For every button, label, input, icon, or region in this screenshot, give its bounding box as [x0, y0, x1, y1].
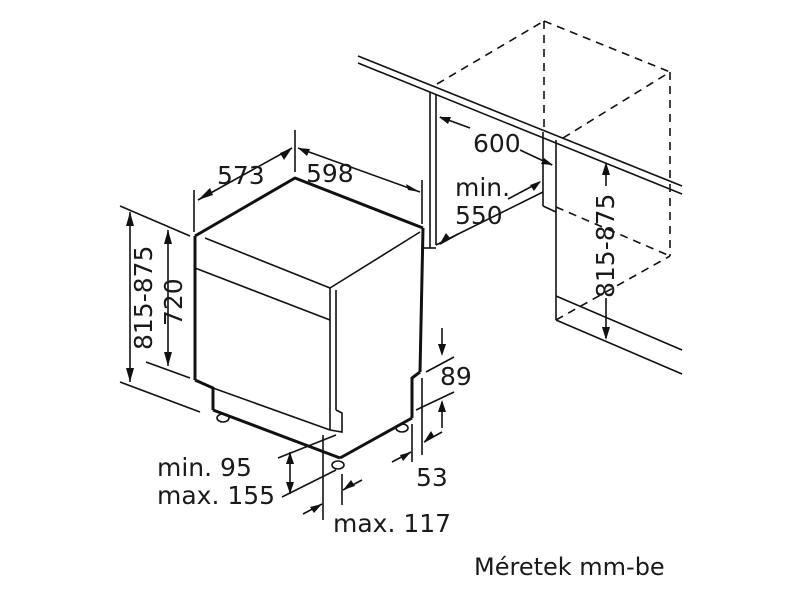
foot-setback-label: max. 117	[333, 509, 451, 538]
foot-icon	[216, 413, 230, 423]
niche-width-label: 600	[473, 129, 521, 158]
units-caption: Méretek mm-be	[474, 553, 665, 581]
step-height-label: 89	[440, 362, 472, 391]
niche-depth-value-label: 550	[455, 201, 503, 230]
plinth-max-label: max. 155	[157, 481, 275, 510]
dimension-lines	[119, 116, 610, 520]
dishwasher-body	[193, 176, 425, 470]
width-label: 598	[306, 159, 354, 188]
total-height-label: 815-875	[129, 246, 158, 350]
body-height-label: 720	[159, 278, 188, 326]
depth-label: 573	[217, 161, 265, 190]
foot-icon	[395, 423, 409, 433]
niche-outline	[357, 20, 683, 375]
plinth-min-label: min. 95	[157, 453, 252, 482]
foot-icon	[331, 460, 345, 470]
step-depth-label: 53	[416, 463, 448, 492]
niche-depth-min-label: min.	[455, 173, 510, 202]
niche-height-label: 815-875	[591, 194, 620, 298]
